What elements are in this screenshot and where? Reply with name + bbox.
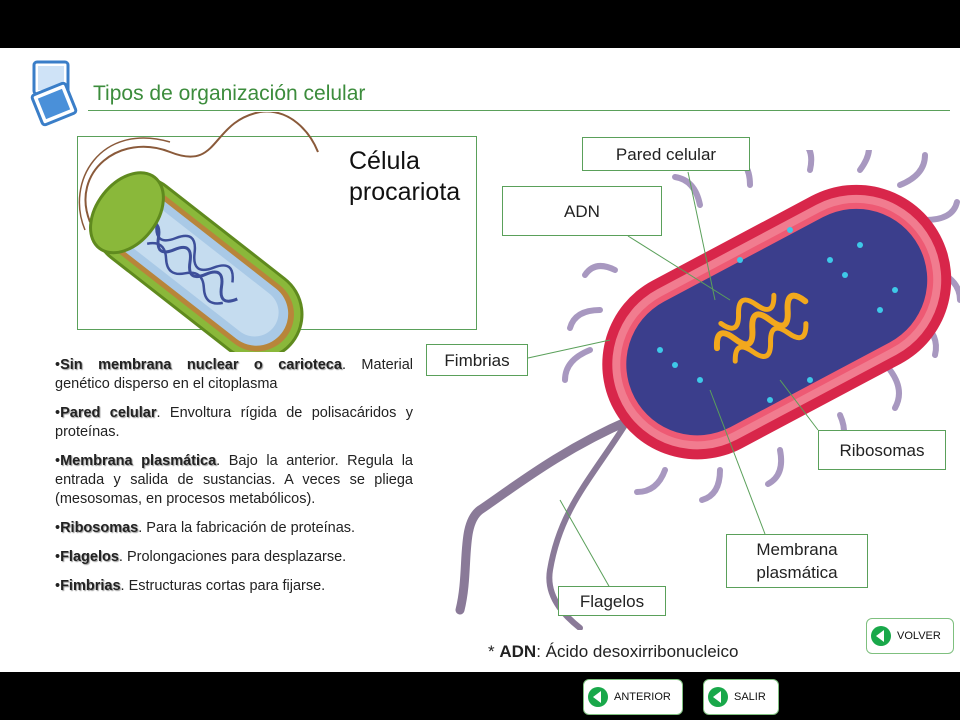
description-text: . Prolongaciones para desplazarse.	[118, 549, 347, 565]
description-term: Flagelos	[60, 549, 119, 565]
title-divider	[88, 110, 950, 111]
description-text: . Bajo la anterior. Regula la entrada y …	[55, 453, 413, 507]
bottom-bar	[0, 672, 960, 720]
label-membrana-plasmatica: Membrana plasmática	[726, 534, 868, 588]
description-text: . Para la fabricación de proteínas.	[138, 520, 356, 536]
stacked-squares-logo-icon	[30, 60, 78, 127]
salir-button[interactable]: SALIR	[703, 679, 779, 715]
anterior-label: ANTERIOR	[614, 691, 671, 703]
cutaway-bacterium-illustration	[78, 112, 319, 352]
bacterium-cross-section-illustration	[455, 150, 960, 630]
label-fimbrias: Fimbrias	[426, 344, 528, 376]
label-ribosomas: Ribosomas	[818, 430, 946, 470]
play-left-arrow-icon	[871, 626, 891, 646]
footnote-text: : Ácido desoxirribonucleico	[536, 642, 739, 661]
play-left-arrow-icon	[588, 687, 608, 707]
description-item: •Ribosomas. Para la fabricación de prote…	[55, 520, 356, 536]
description-item: •Pared celular. Envoltura rígida de poli…	[55, 405, 413, 440]
anterior-button[interactable]: ANTERIOR	[583, 679, 683, 715]
description-term: Pared celular	[60, 405, 157, 421]
description-term: Sin membrana nuclear o carioteca	[60, 357, 342, 373]
top-bar	[0, 0, 960, 48]
description-item: •Fimbrias. Estructuras cortas para fijar…	[55, 578, 326, 594]
footnote-term: ADN	[499, 642, 537, 661]
label-flagelos: Flagelos	[558, 586, 666, 616]
description-text: . Material genético disperso en el citop…	[55, 357, 413, 392]
footnote-prefix: *	[488, 642, 500, 661]
description-item: •Sin membrana nuclear o carioteca. Mater…	[55, 357, 413, 392]
description-text: . Envoltura rígida de polisacáridos y pr…	[55, 405, 413, 440]
label-adn: ADN	[502, 186, 662, 236]
page-title: Tipos de organización celular	[93, 82, 366, 105]
description-term: Membrana plasmática	[60, 453, 217, 469]
label-membrana-line2: plasmática	[756, 563, 838, 582]
label-membrana-line1: Membrana	[756, 540, 838, 559]
salir-label: SALIR	[734, 691, 766, 703]
cell-title-line1: Célula	[349, 147, 420, 175]
cell-title-line2: procariota	[349, 178, 461, 206]
description-term: Fimbrias	[60, 578, 121, 594]
cell-type-title: Célula procariota	[349, 146, 460, 208]
label-pared-celular: Pared celular	[582, 137, 750, 171]
volver-label: VOLVER	[897, 630, 941, 642]
play-left-arrow-icon	[708, 687, 728, 707]
description-term: Ribosomas	[60, 520, 139, 536]
description-item: •Flagelos. Prolongaciones para desplazar…	[55, 549, 347, 565]
adn-footnote: * ADN: Ácido desoxirribonucleico	[488, 642, 738, 662]
volver-button[interactable]: VOLVER	[866, 618, 954, 654]
description-text: . Estructuras cortas para fijarse.	[120, 578, 326, 594]
structure-description-list: •Sin membrana nuclear o carioteca. Mater…	[55, 356, 413, 606]
description-item: •Membrana plasmática. Bajo la anterior. …	[55, 453, 413, 507]
